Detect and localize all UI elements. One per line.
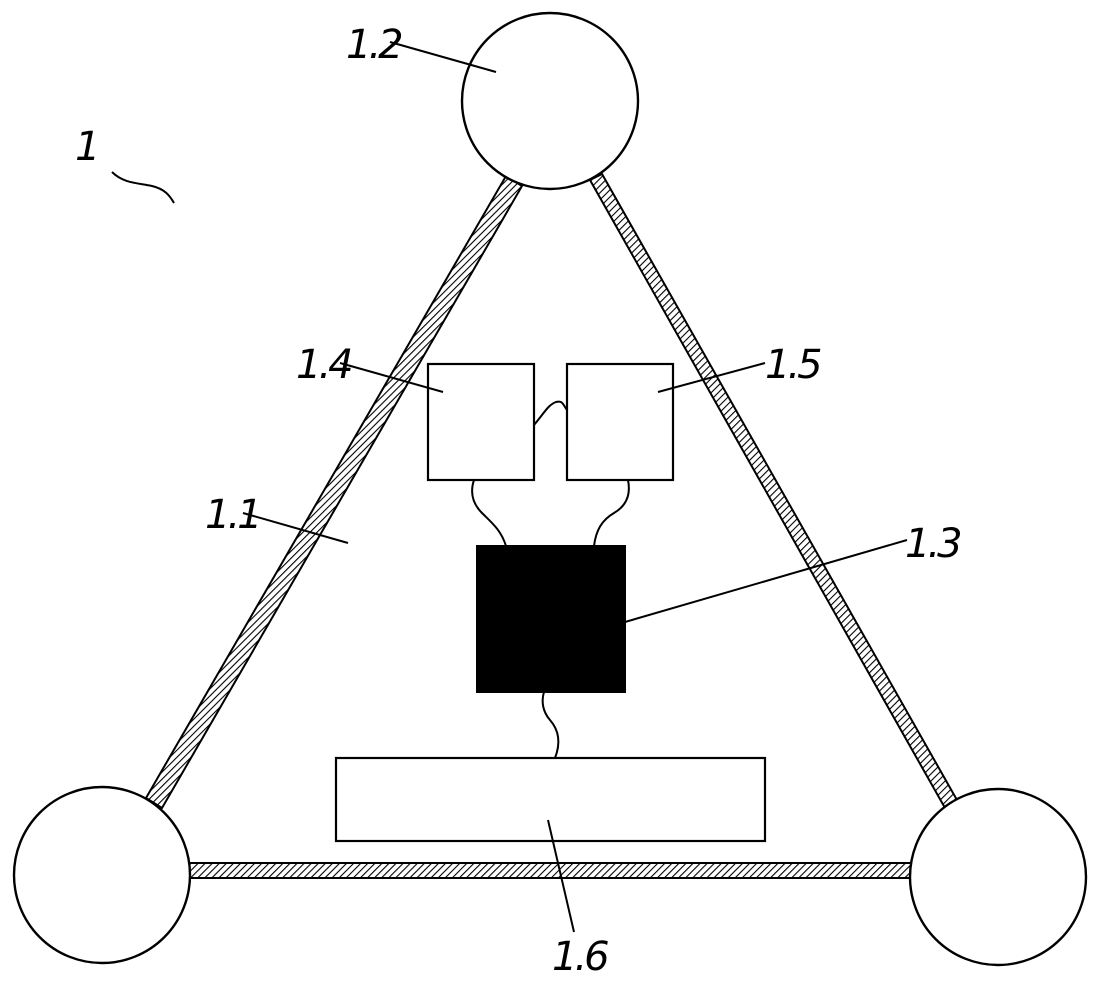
label-module-right: 1.5 <box>765 342 821 388</box>
wire-right-to-controller <box>594 480 629 546</box>
wire-modules <box>534 402 567 425</box>
controller-box <box>477 546 625 692</box>
label-assembly: 1 <box>75 124 97 170</box>
label-top-node: 1.2 <box>346 22 401 68</box>
leader-assembly <box>112 172 174 203</box>
left-strut <box>146 176 522 808</box>
wire-left-to-controller <box>472 480 506 546</box>
module-left-box <box>428 364 534 480</box>
bottom-right-node <box>910 789 1086 965</box>
label-base-unit: 1.6 <box>552 934 608 980</box>
label-controller: 1.3 <box>905 521 960 567</box>
right-strut <box>590 174 957 808</box>
wire-controller-to-base <box>543 692 559 758</box>
top-node <box>462 13 638 189</box>
label-frame: 1.1 <box>205 492 260 538</box>
leader-controller <box>625 540 907 622</box>
module-right-box <box>567 364 673 480</box>
bottom-strut <box>188 863 912 878</box>
label-module-left: 1.4 <box>296 342 351 388</box>
bottom-left-node <box>14 787 190 963</box>
